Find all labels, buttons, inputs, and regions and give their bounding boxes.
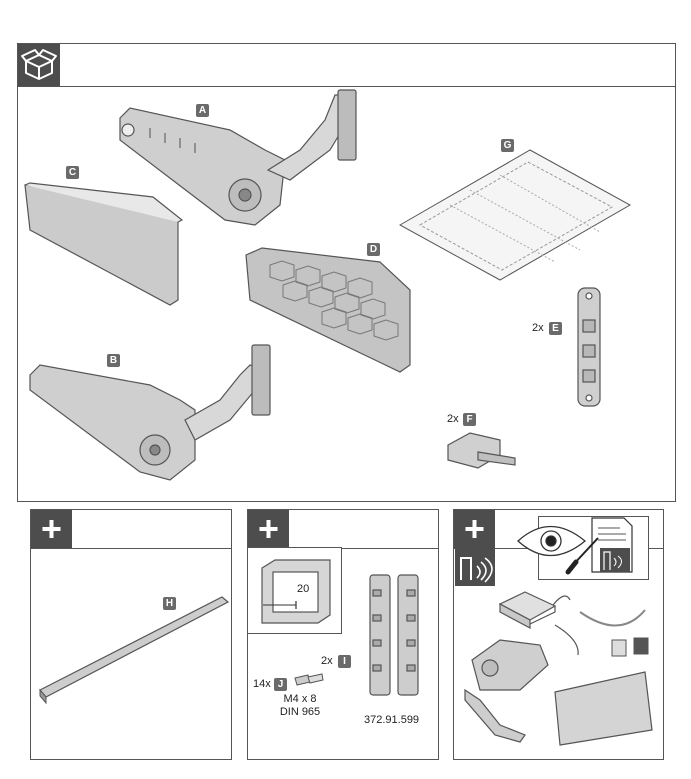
clips (611, 637, 649, 657)
part-e-bracket (577, 287, 601, 407)
part-a-mechanism (119, 89, 357, 226)
tag-part-g: G (501, 139, 514, 152)
tag-part-h: H (163, 597, 176, 610)
qty-part-i: 2x (321, 655, 333, 667)
screw-size: M4 x 8 (283, 693, 317, 705)
tag-part-j: J (274, 678, 287, 691)
part-f-connector (447, 432, 516, 469)
part-j-screw (294, 673, 324, 686)
part-d-cover (245, 247, 411, 373)
contents-header (18, 44, 675, 87)
tag-part-f: F (463, 413, 476, 426)
dimension-value: 20 (297, 583, 310, 595)
qty-part-j: 14x (253, 678, 271, 690)
tag-part-a: A (196, 104, 209, 117)
tag-part-c: C (66, 166, 79, 179)
article-number: 372.91.599 (364, 714, 420, 726)
qty-part-f: 2x (447, 413, 459, 425)
qty-part-e: 2x (532, 322, 544, 334)
part-i-profiles (369, 574, 419, 696)
screwdriver-icon (565, 537, 599, 575)
instruction-sheet-icon (591, 517, 633, 573)
open-box-icon (18, 44, 60, 86)
power-supply (498, 591, 646, 656)
eye-icon (517, 525, 587, 557)
plus-icon (454, 510, 495, 548)
part-b-mechanism (29, 344, 271, 481)
drive-unit (464, 639, 549, 743)
optional-panel-h (30, 509, 232, 760)
tag-part-e: E (549, 322, 562, 335)
part-g-template (398, 149, 632, 281)
tag-part-i: I (338, 655, 351, 668)
cover-part (554, 671, 653, 746)
tag-part-d: D (367, 243, 380, 256)
plus-icon (248, 510, 289, 548)
plus-icon (31, 510, 72, 548)
wireless-signal-icon (455, 548, 495, 586)
tag-part-b: B (107, 354, 120, 367)
screw-standard: DIN 965 (279, 706, 321, 718)
part-c-panel (24, 182, 184, 306)
